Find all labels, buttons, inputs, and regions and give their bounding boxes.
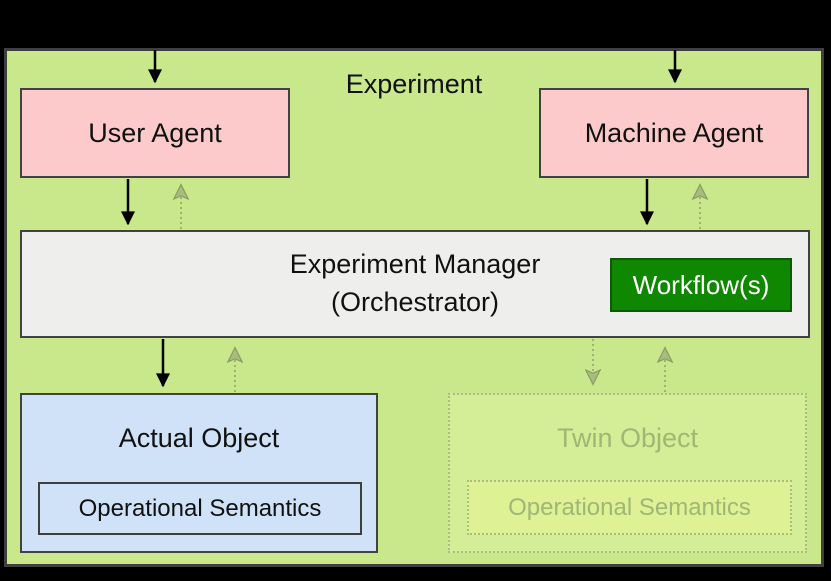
actual-operational-semantics: Operational Semantics <box>38 482 362 535</box>
user-agent-label: User Agent <box>88 117 222 148</box>
experiment-manager-label-line1: Experiment Manager <box>289 249 541 280</box>
node-twin-object: Twin Object Operational Semantics <box>448 393 807 553</box>
machine-agent-label: Machine Agent <box>584 117 764 148</box>
workflow-node: Workflow(s) <box>610 258 792 312</box>
experiment-title: Experiment <box>4 66 824 102</box>
experiment-title-label: Experiment <box>345 68 483 99</box>
node-user-agent: User Agent <box>20 88 290 178</box>
experiment-manager-label-line2: (Orchestrator) <box>330 287 500 317</box>
twin-operational-semantics: Operational Semantics <box>467 480 792 535</box>
workflow-label: Workflow(s) <box>632 269 770 300</box>
node-machine-agent: Machine Agent <box>539 88 809 178</box>
twin-object-label: Twin Object <box>556 423 699 453</box>
actual-object-label: Actual Object <box>118 423 280 453</box>
node-actual-object: Actual Object Operational Semantics <box>20 393 378 553</box>
